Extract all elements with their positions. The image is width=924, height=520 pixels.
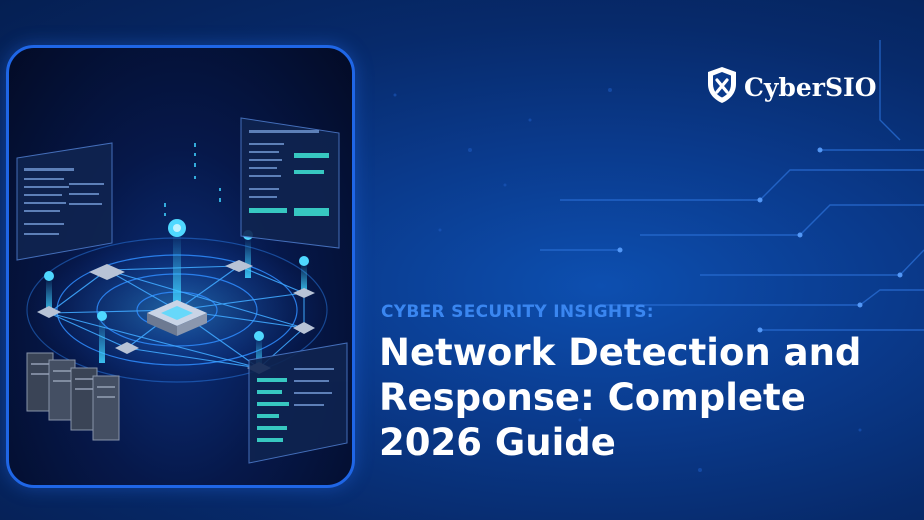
network-topology-graphic [16, 117, 348, 464]
network-illustration [6, 45, 355, 488]
dashboard-panel-right-top [240, 117, 340, 249]
title-line: Network Detection and [379, 331, 862, 374]
title-line: Response: Complete [379, 376, 806, 419]
page-title: Network Detection and Response: Complete… [379, 330, 919, 465]
title-line: 2026 Guide [379, 421, 616, 464]
shield-x-icon [706, 66, 738, 109]
dashboard-panel-right-bottom [248, 342, 348, 464]
eyebrow-label: CYBER SECURITY INSIGHTS: [381, 302, 654, 322]
brand-logo[interactable]: CyberSIO [706, 66, 877, 109]
brand-name: CyberSIO [744, 73, 877, 102]
dashboard-panel-left [16, 142, 113, 261]
